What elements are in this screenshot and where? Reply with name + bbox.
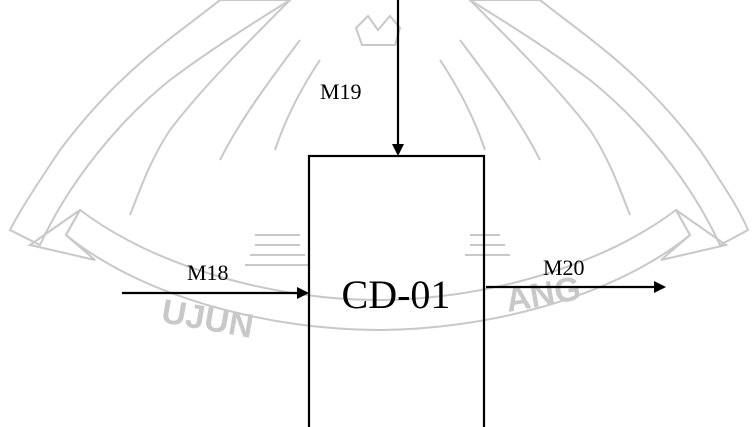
watermark-text-left: UJUN [159, 292, 257, 345]
watermark-emblem [8, 0, 750, 332]
stream-right-label: M20 [543, 255, 585, 280]
stream-top-label: M19 [320, 79, 362, 104]
process-box-label: CD-01 [342, 272, 451, 317]
process-box [307, 154, 486, 427]
stream-left-label: M18 [187, 260, 229, 285]
